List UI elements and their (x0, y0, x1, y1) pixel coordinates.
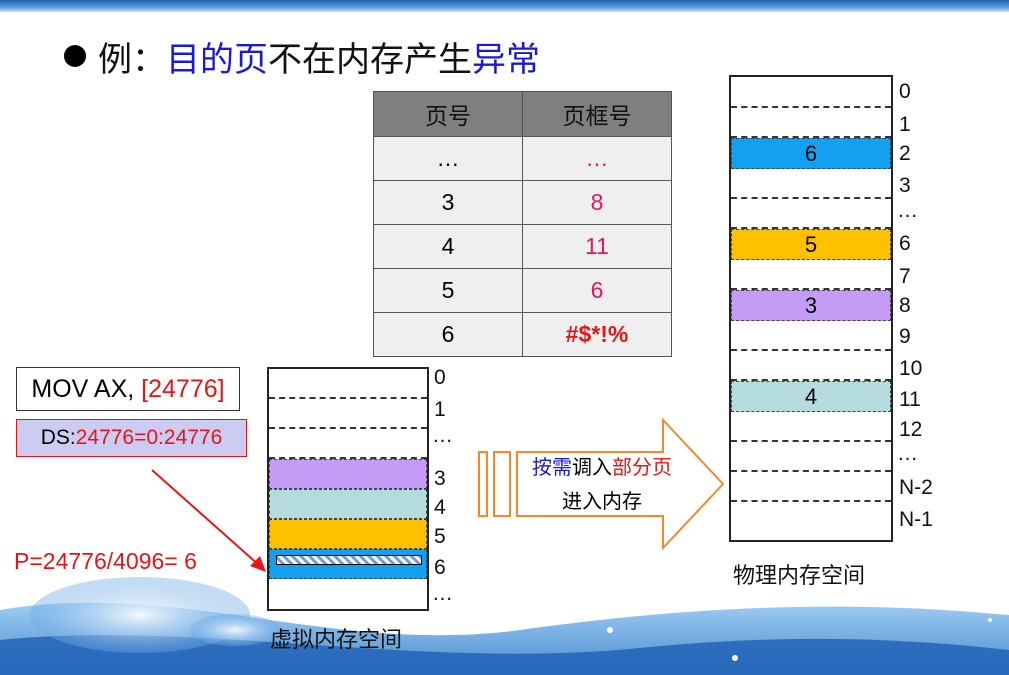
hatched-target-block (276, 555, 422, 565)
pmem-row (731, 108, 891, 138)
vmem-label: 5 (434, 525, 446, 548)
vmem-row (269, 369, 427, 399)
cell-frame: … (522, 136, 672, 181)
header-frame-number: 页框号 (522, 91, 672, 137)
pmem-label: … (897, 442, 918, 465)
vmem-label: 3 (434, 467, 446, 490)
pmem-label: N-2 (899, 476, 933, 499)
arrow-text-load: 调入 (572, 455, 612, 479)
table-row: 3 8 (373, 180, 672, 225)
pmem-label: 8 (899, 294, 911, 317)
ds-value: 24776=0:24776 (75, 426, 223, 449)
bottom-decorative-wave (0, 577, 1009, 675)
table-row: … … (373, 136, 672, 181)
vmem-label: 0 (434, 366, 446, 389)
page-table: 页号 页框号 … … 3 8 4 11 5 6 6 #$*!% (373, 91, 672, 357)
vmem-page-4 (269, 489, 427, 519)
title-highlight-exception: 异常 (472, 40, 540, 80)
arrow-caption-line-2: 进入内存 (562, 489, 642, 513)
slide-title: 例：目的页不在内存产生异常 (64, 38, 540, 82)
top-decorative-band (0, 0, 1009, 12)
pmem-frame-8: 3 (731, 290, 891, 321)
pmem-label: 10 (899, 357, 923, 380)
vmem-row (269, 399, 427, 429)
pmem-row (731, 442, 891, 472)
pmem-row (731, 199, 891, 229)
cell-frame: 11 (522, 224, 672, 269)
segment-address-box: DS:24776=0:24776 (16, 419, 247, 457)
pmem-label: 11 (899, 388, 921, 411)
instruction-address: [24776] (141, 375, 225, 403)
bullet-icon (64, 45, 86, 67)
pmem-row (731, 351, 891, 381)
pmem-label: 3 (899, 174, 911, 197)
title-prefix: 例： (98, 40, 166, 80)
pmem-label: 12 (899, 418, 923, 441)
instruction-opcode: MOV AX, (31, 375, 142, 403)
pmem-label: N-1 (899, 508, 933, 531)
cell-page: … (373, 136, 523, 181)
pmem-label: … (897, 199, 918, 222)
load-pages-arrow-icon (478, 418, 725, 550)
page-calculation: P=24776/4096= 6 (14, 548, 197, 574)
pmem-frame-6: 5 (731, 229, 891, 260)
vmem-label: 1 (434, 398, 446, 421)
ds-prefix: DS: (40, 426, 76, 449)
table-row: 6 #$*!% (373, 312, 672, 357)
arrow-text-partial-pages: 部分页 (612, 455, 672, 479)
pmem-frame-11: 4 (731, 381, 891, 412)
vmem-page-5 (269, 519, 427, 549)
page-table-header: 页号 页框号 (373, 91, 672, 137)
cell-frame-invalid: #$*!% (522, 312, 672, 357)
header-page-number: 页号 (373, 91, 523, 137)
pmem-row (731, 321, 891, 351)
virtual-memory-column (267, 367, 429, 611)
instruction-box: MOV AX, [24776] (16, 367, 240, 411)
vmem-page-6 (269, 549, 427, 579)
table-row: 4 11 (373, 224, 672, 269)
vmem-page-3 (269, 459, 427, 489)
physical-memory-caption: 物理内存空间 (733, 564, 866, 589)
physical-memory-column: 6 5 3 4 (729, 75, 893, 542)
vmem-label: … (432, 424, 453, 447)
cell-frame: 6 (522, 268, 672, 313)
pmem-row (731, 260, 891, 290)
vmem-label: 4 (434, 496, 446, 519)
vmem-row (269, 429, 427, 459)
pmem-frame-2: 6 (731, 138, 891, 169)
pointer-arrow-icon (151, 469, 266, 572)
cell-page: 3 (373, 180, 523, 225)
pmem-label: 1 (899, 113, 911, 136)
title-middle: 不在内存产生 (268, 40, 472, 80)
pmem-row (731, 169, 891, 199)
vmem-label: 6 (434, 556, 446, 579)
cell-frame: 8 (522, 180, 672, 225)
cell-page: 6 (373, 312, 523, 357)
pmem-label: 2 (899, 142, 911, 165)
pmem-label: 0 (899, 80, 911, 103)
pmem-row (731, 472, 891, 502)
table-row: 5 6 (373, 268, 672, 313)
cell-page: 4 (373, 224, 523, 269)
cell-page: 5 (373, 268, 523, 313)
arrow-caption-line-1: 按需调入部分页 (516, 450, 688, 484)
title-highlight-target-page: 目的页 (166, 40, 268, 80)
pmem-row (731, 412, 891, 442)
vmem-label: … (432, 582, 453, 605)
arrow-text-on-demand: 按需 (532, 455, 572, 479)
arrow-caption: 按需调入部分页 进入内存 (516, 450, 688, 518)
pmem-label: 6 (899, 232, 911, 255)
pmem-label: 7 (899, 265, 911, 288)
pmem-row (731, 77, 891, 108)
virtual-memory-caption: 虚拟内存空间 (270, 628, 403, 653)
pmem-label: 9 (899, 325, 911, 348)
